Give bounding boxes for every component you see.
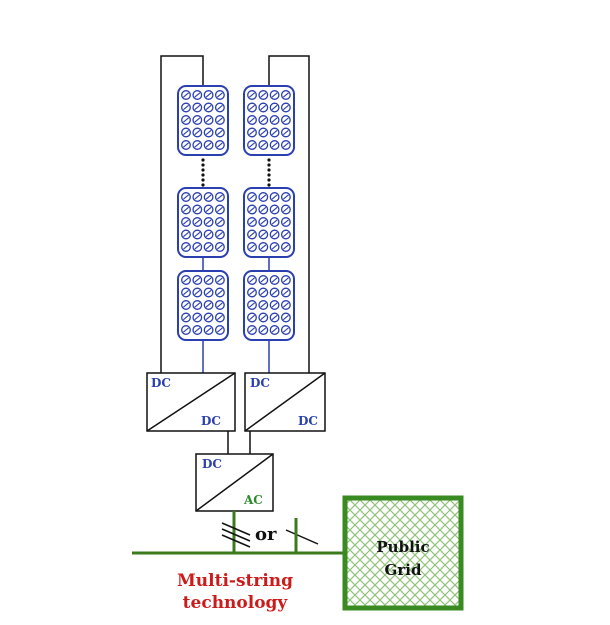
pv-panel [243, 85, 295, 156]
pv-panel [177, 270, 229, 341]
dc-dc-converter-1: DC DC [146, 372, 236, 432]
inverter-input-label: DC [202, 457, 222, 471]
pv-panel [177, 187, 229, 258]
converter-1-output-label: DC [201, 414, 221, 428]
or-label: or [255, 524, 277, 545]
ellipsis-dot [201, 178, 205, 182]
ellipsis-dot [267, 183, 271, 187]
caption-line2: technology [183, 593, 289, 613]
ellipsis-dot [267, 163, 271, 167]
converter-1-input-label: DC [151, 376, 171, 390]
ellipsis-dot [267, 168, 271, 172]
public-grid: Public Grid [342, 495, 464, 611]
caption: Multi-string technology [177, 571, 293, 613]
pv-panel [243, 187, 295, 258]
ellipsis-dot [267, 173, 271, 177]
grid-label-line2: Grid [385, 561, 422, 579]
pv-panels [177, 85, 295, 341]
string-wiring [160, 55, 310, 373]
dc-bus-wiring [227, 431, 251, 454]
pv-panel [177, 85, 229, 156]
converter-2-input-label: DC [250, 376, 270, 390]
single-phase-mark [285, 529, 319, 545]
grid-label-line1: Public [376, 538, 429, 556]
ellipsis-dot [267, 158, 271, 162]
inverter-output-label: AC [243, 493, 263, 507]
dc-ac-inverter: DC AC [195, 453, 274, 512]
ellipsis-dot [201, 183, 205, 187]
panel-series-links [202, 256, 270, 373]
ellipsis-dot [201, 158, 205, 162]
ellipsis-dots [201, 158, 271, 187]
ellipsis-dot [201, 173, 205, 177]
converter-2-output-label: DC [298, 414, 318, 428]
caption-line1: Multi-string [177, 571, 293, 591]
pv-panel [243, 270, 295, 341]
ac-connection: or [132, 511, 345, 555]
three-phase-marks [221, 522, 251, 548]
ellipsis-dot [267, 178, 271, 182]
ellipsis-dot [201, 168, 205, 172]
dc-dc-converter-2: DC DC [244, 372, 326, 432]
ellipsis-dot [201, 163, 205, 167]
